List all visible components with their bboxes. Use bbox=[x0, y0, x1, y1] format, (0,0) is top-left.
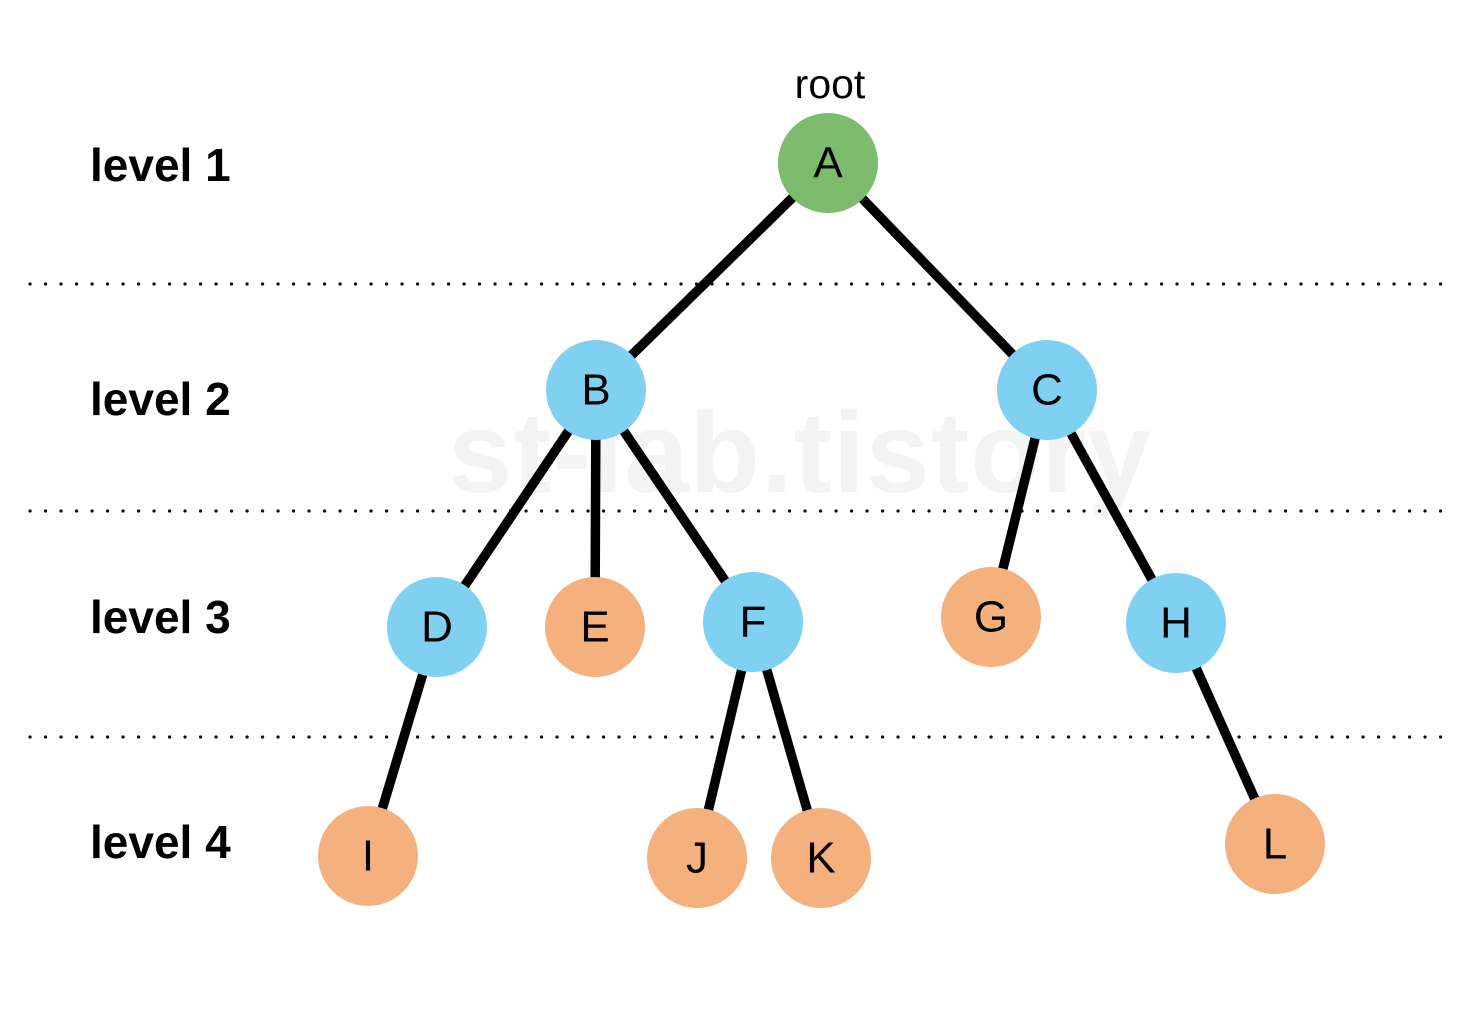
edge-A-B bbox=[592, 159, 832, 394]
level-3-label: level 3 bbox=[90, 591, 231, 643]
node-label-C: C bbox=[1031, 366, 1063, 415]
node-E bbox=[545, 577, 645, 677]
node-J bbox=[647, 808, 747, 908]
node-F bbox=[703, 572, 803, 672]
node-G bbox=[941, 567, 1041, 667]
node-C bbox=[997, 340, 1097, 440]
level-1-label: level 1 bbox=[90, 139, 231, 191]
node-label-E: E bbox=[580, 603, 609, 652]
node-B bbox=[546, 340, 646, 440]
node-label-L: L bbox=[1263, 820, 1287, 869]
node-D bbox=[387, 577, 487, 677]
node-label-F: F bbox=[740, 598, 767, 647]
node-label-B: B bbox=[581, 366, 610, 415]
node-label-I: I bbox=[362, 832, 374, 881]
level-2-label: level 2 bbox=[90, 373, 231, 425]
node-label-K: K bbox=[806, 834, 835, 883]
node-H bbox=[1126, 573, 1226, 673]
node-K bbox=[771, 808, 871, 908]
edge-A-C bbox=[824, 159, 1051, 394]
node-label-J: J bbox=[686, 834, 708, 883]
level-4-label: level 4 bbox=[90, 816, 231, 868]
node-L bbox=[1225, 794, 1325, 894]
node-label-H: H bbox=[1160, 599, 1192, 648]
root-label: root bbox=[794, 61, 866, 107]
node-I bbox=[318, 806, 418, 906]
node-label-D: D bbox=[421, 603, 453, 652]
node-label-G: G bbox=[974, 593, 1008, 642]
node-label-A: A bbox=[813, 139, 843, 188]
node-A bbox=[778, 113, 878, 213]
